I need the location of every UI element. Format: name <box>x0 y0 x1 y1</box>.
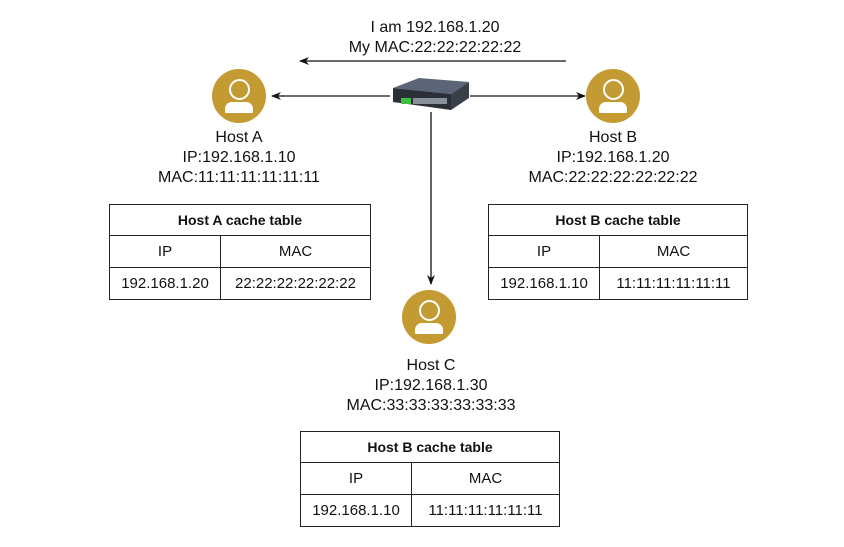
message-line-2: My MAC:22:22:22:22:22 <box>348 39 522 56</box>
host-c-label: Host C IP:192.168.1.30 MAC:33:33:33:33:3… <box>331 356 531 416</box>
table-row: 192.168.1.20 22:22:22:22:22:22 <box>109 267 371 300</box>
host-a-label: Host A IP:192.168.1.10 MAC:11:11:11:11:1… <box>139 128 339 188</box>
host-a-name: Host A <box>215 129 263 146</box>
host-c-ip: IP:192.168.1.30 <box>374 377 488 394</box>
host-c-avatar <box>402 290 456 344</box>
cell-mac: 11:11:11:11:11:11 <box>599 267 748 300</box>
table-title: Host A cache table <box>109 204 371 236</box>
column-header-mac: MAC <box>599 235 748 268</box>
table-title: Host B cache table <box>488 204 748 236</box>
user-body-icon <box>415 323 443 334</box>
host-c-cache-table: Host B cache table IP MAC 192.168.1.10 1… <box>300 431 560 527</box>
host-b-avatar <box>586 69 640 123</box>
host-b-mac: MAC:22:22:22:22:22:22 <box>528 169 698 186</box>
host-b-label: Host B IP:192.168.1.20 MAC:22:22:22:22:2… <box>513 128 713 188</box>
user-body-icon <box>225 102 253 113</box>
message-line-1: I am 192.168.1.20 <box>370 19 500 36</box>
user-head-icon <box>419 300 440 321</box>
network-switch-icon <box>393 78 469 110</box>
host-a-mac: MAC:11:11:11:11:11:11 <box>158 169 320 186</box>
message-label: I am 192.168.1.20 My MAC:22:22:22:22:22 <box>340 18 530 58</box>
column-header-ip: IP <box>109 235 221 268</box>
table-row: 192.168.1.10 11:11:11:11:11:11 <box>300 494 560 527</box>
user-body-icon <box>599 102 627 113</box>
cell-mac: 22:22:22:22:22:22 <box>220 267 371 300</box>
table-title: Host B cache table <box>300 431 560 463</box>
column-header-mac: MAC <box>220 235 371 268</box>
host-a-avatar <box>212 69 266 123</box>
column-header-mac: MAC <box>411 462 560 495</box>
host-a-ip: IP:192.168.1.10 <box>182 149 296 166</box>
host-a-cache-table: Host A cache table IP MAC 192.168.1.20 2… <box>109 204 371 300</box>
user-head-icon <box>229 79 250 100</box>
column-header-ip: IP <box>488 235 600 268</box>
host-b-cache-table: Host B cache table IP MAC 192.168.1.10 1… <box>488 204 748 300</box>
host-b-name: Host B <box>588 129 637 146</box>
cell-ip: 192.168.1.10 <box>488 267 600 300</box>
cell-ip: 192.168.1.10 <box>300 494 412 527</box>
cell-ip: 192.168.1.20 <box>109 267 221 300</box>
user-head-icon <box>603 79 624 100</box>
cell-mac: 11:11:11:11:11:11 <box>411 494 560 527</box>
host-c-mac: MAC:33:33:33:33:33:33 <box>346 397 516 414</box>
host-b-ip: IP:192.168.1.20 <box>556 149 670 166</box>
table-row: 192.168.1.10 11:11:11:11:11:11 <box>488 267 748 300</box>
column-header-ip: IP <box>300 462 412 495</box>
host-c-name: Host C <box>406 357 456 374</box>
